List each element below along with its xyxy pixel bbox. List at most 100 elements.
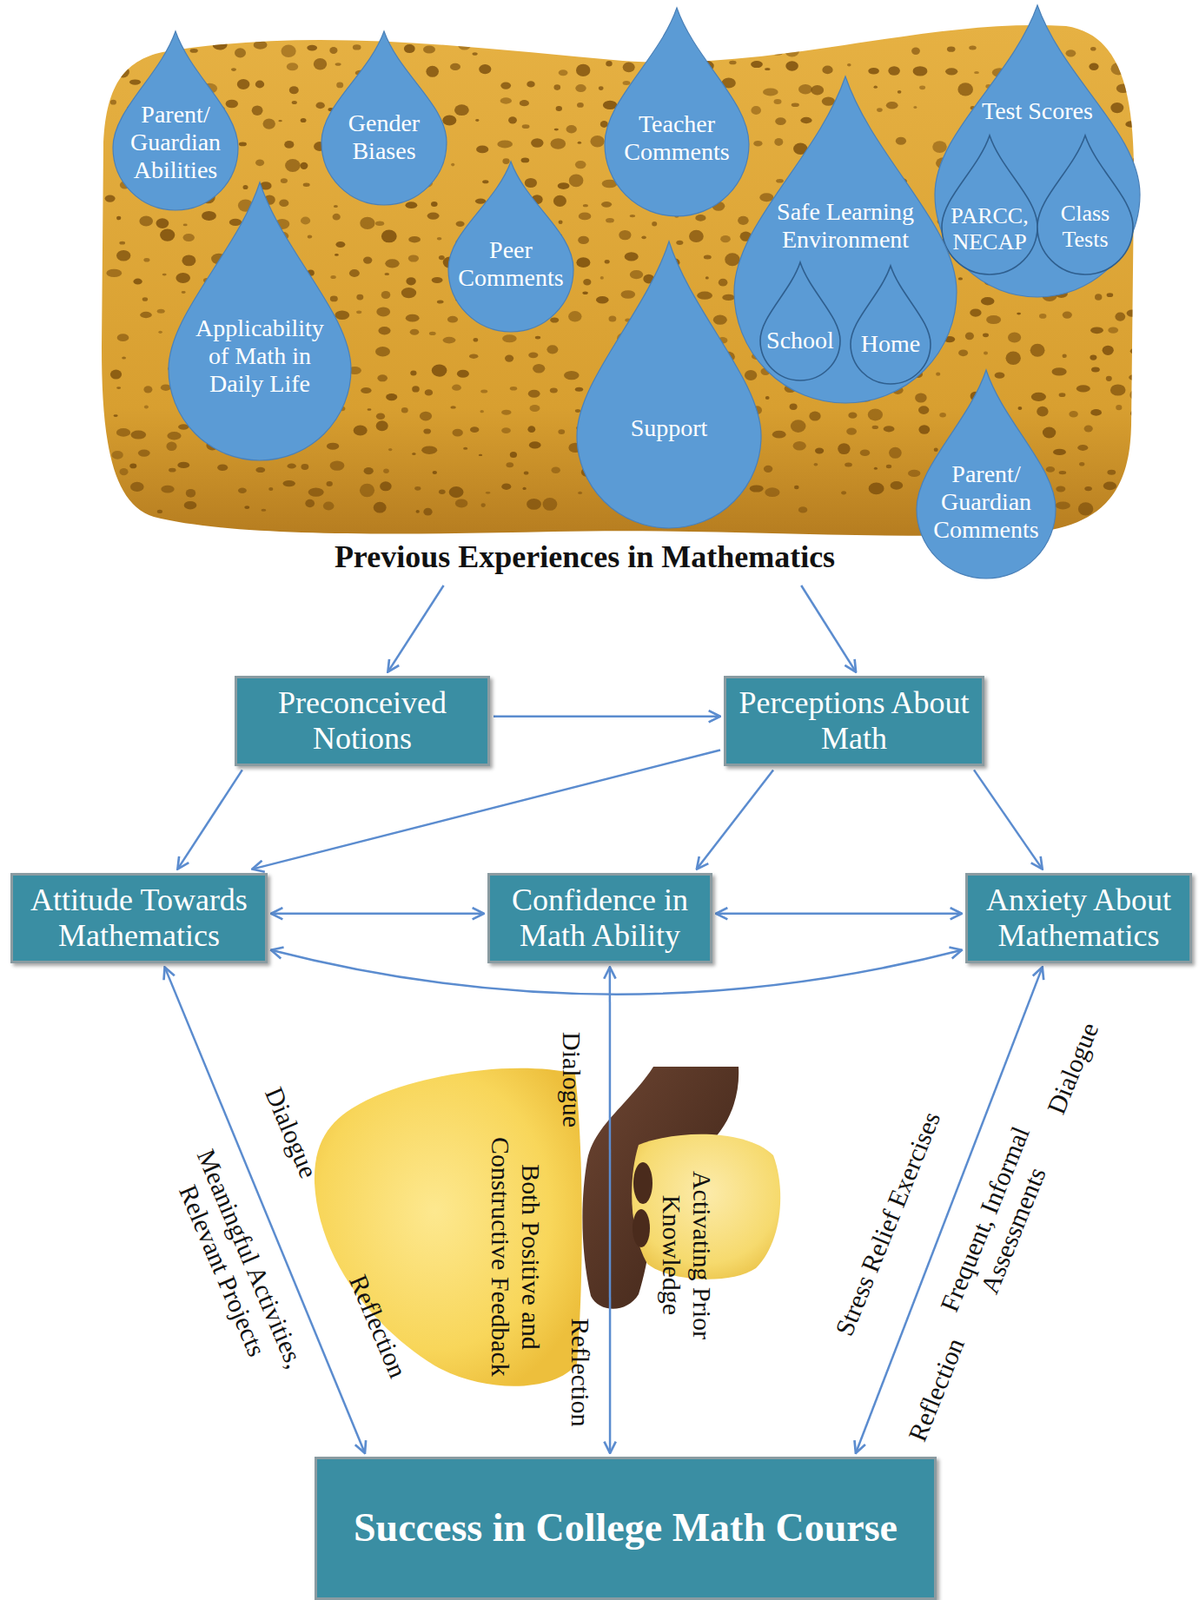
text-wrap: Class Tests <box>1050 200 1120 253</box>
sponge-hole <box>159 228 175 241</box>
sponge-hole <box>283 480 296 487</box>
sponge-hole <box>629 214 636 218</box>
sponge-hole <box>1079 462 1085 467</box>
process-box: Success in College Math Course <box>314 1457 937 1600</box>
process-note: Dialogue <box>1040 1019 1105 1120</box>
sponge-hole <box>1116 84 1131 93</box>
sponge-hole <box>330 296 338 303</box>
sponge-hole <box>105 39 121 52</box>
text-wrap: Applicability of Math in Daily Life <box>190 314 330 399</box>
sponge-hole <box>722 294 735 301</box>
sponge-hole <box>238 488 247 494</box>
sponge-hole <box>157 309 166 314</box>
sponge-hole <box>352 44 362 50</box>
sponge-hole <box>116 386 121 390</box>
label-wrap: Reflection <box>343 1271 414 1384</box>
sponge-hole <box>1136 464 1147 473</box>
water-drop: Support <box>576 241 762 529</box>
sponge-hole <box>356 294 364 301</box>
sponge-hole <box>785 60 799 71</box>
sponge-hole <box>958 277 963 280</box>
sponge-hole <box>932 140 948 153</box>
sponge-hole <box>455 498 468 508</box>
sponge-hole <box>500 81 511 89</box>
text-wrap: Home <box>852 330 929 358</box>
sponge-hole <box>569 173 584 187</box>
sponge-hole <box>1059 470 1067 475</box>
sponge-hole <box>554 128 559 132</box>
water-drop: Peer Comments <box>448 161 574 332</box>
drop-outline <box>604 7 749 217</box>
drop-shape <box>760 262 841 381</box>
sponge-hole <box>744 370 757 381</box>
sponge-hole <box>895 137 907 146</box>
sponge-hole <box>576 64 590 77</box>
sponge-hole <box>846 428 857 436</box>
sponge-hole <box>110 370 122 380</box>
drop-shape <box>576 241 762 529</box>
sponge-hole <box>551 467 561 475</box>
sponge-hole <box>450 63 461 71</box>
sponge-hole <box>986 315 1001 325</box>
sponge-hole <box>113 414 119 418</box>
sponge-hole <box>383 469 390 474</box>
sponge-hole <box>524 178 537 188</box>
sponge-hole <box>1084 425 1094 433</box>
label-text: Previous Experiences in Mathematics <box>334 539 835 576</box>
sponge-hole <box>408 236 421 243</box>
sponge-hole <box>523 487 527 491</box>
sponge-hole <box>376 420 389 431</box>
sponge-hole <box>160 485 174 494</box>
sponge-hole <box>713 315 728 325</box>
sponge-hole <box>231 67 237 72</box>
text-wrap: Parent/ Guardian Comments <box>929 460 1043 545</box>
sponge-hole <box>502 158 510 165</box>
label-wrap: Both Positive and Constructive Feedback <box>485 1133 546 1382</box>
sponge-hole <box>139 311 153 318</box>
sponge-hole <box>359 483 375 497</box>
text-wrap: School <box>761 326 839 355</box>
sponge-hole <box>1016 312 1021 316</box>
sponge-hole <box>907 470 921 477</box>
text-wrap: Support <box>603 414 735 443</box>
sponge-hole <box>300 217 311 226</box>
sponge-hole <box>737 216 749 226</box>
sponge-hole <box>935 372 941 377</box>
sponge-hole <box>119 468 129 476</box>
sponge-hole <box>1055 501 1071 510</box>
sponge-hole <box>1135 260 1147 268</box>
sponge-hole <box>1126 310 1138 318</box>
edge-label: Meaningful Activities, Relevant Projects <box>160 1139 313 1391</box>
sponge-hole <box>480 410 484 413</box>
sponge-hole <box>332 213 341 221</box>
sponge-hole <box>575 409 581 413</box>
sponge-hole <box>504 354 514 362</box>
drop-outline <box>321 31 447 206</box>
drop-outline <box>734 76 957 404</box>
sponge-hole <box>1055 486 1066 493</box>
process-note: Stress Relief Exercises <box>829 1107 948 1341</box>
sponge-hole <box>109 483 119 490</box>
sponge-hole <box>299 162 308 170</box>
sponge-hole <box>814 448 824 455</box>
sponge-hole <box>381 230 398 244</box>
sponge-hole <box>771 46 785 55</box>
sponge-hole <box>1132 157 1144 164</box>
sponge-hole <box>143 385 153 393</box>
sponge-hole <box>424 389 433 396</box>
sponge-hole <box>591 44 599 48</box>
edge-label: Both Positive and Constructive Feedback <box>485 1133 546 1382</box>
sponge-hole <box>821 66 833 75</box>
sponge-hole <box>1052 367 1067 376</box>
sponge-hole <box>532 364 545 374</box>
water-drop: Safe Learning EnvironmentSchoolHome <box>734 76 957 404</box>
label-text: Home <box>852 330 929 358</box>
sponge-blob <box>314 1068 583 1387</box>
sponge-hole <box>860 449 870 457</box>
drop-outline <box>576 241 762 529</box>
sponge-hole <box>688 230 704 243</box>
sponge-hole <box>105 195 116 203</box>
sponge-hole <box>557 182 570 190</box>
sponge-hole <box>359 217 375 230</box>
sponge-hole <box>442 114 457 126</box>
